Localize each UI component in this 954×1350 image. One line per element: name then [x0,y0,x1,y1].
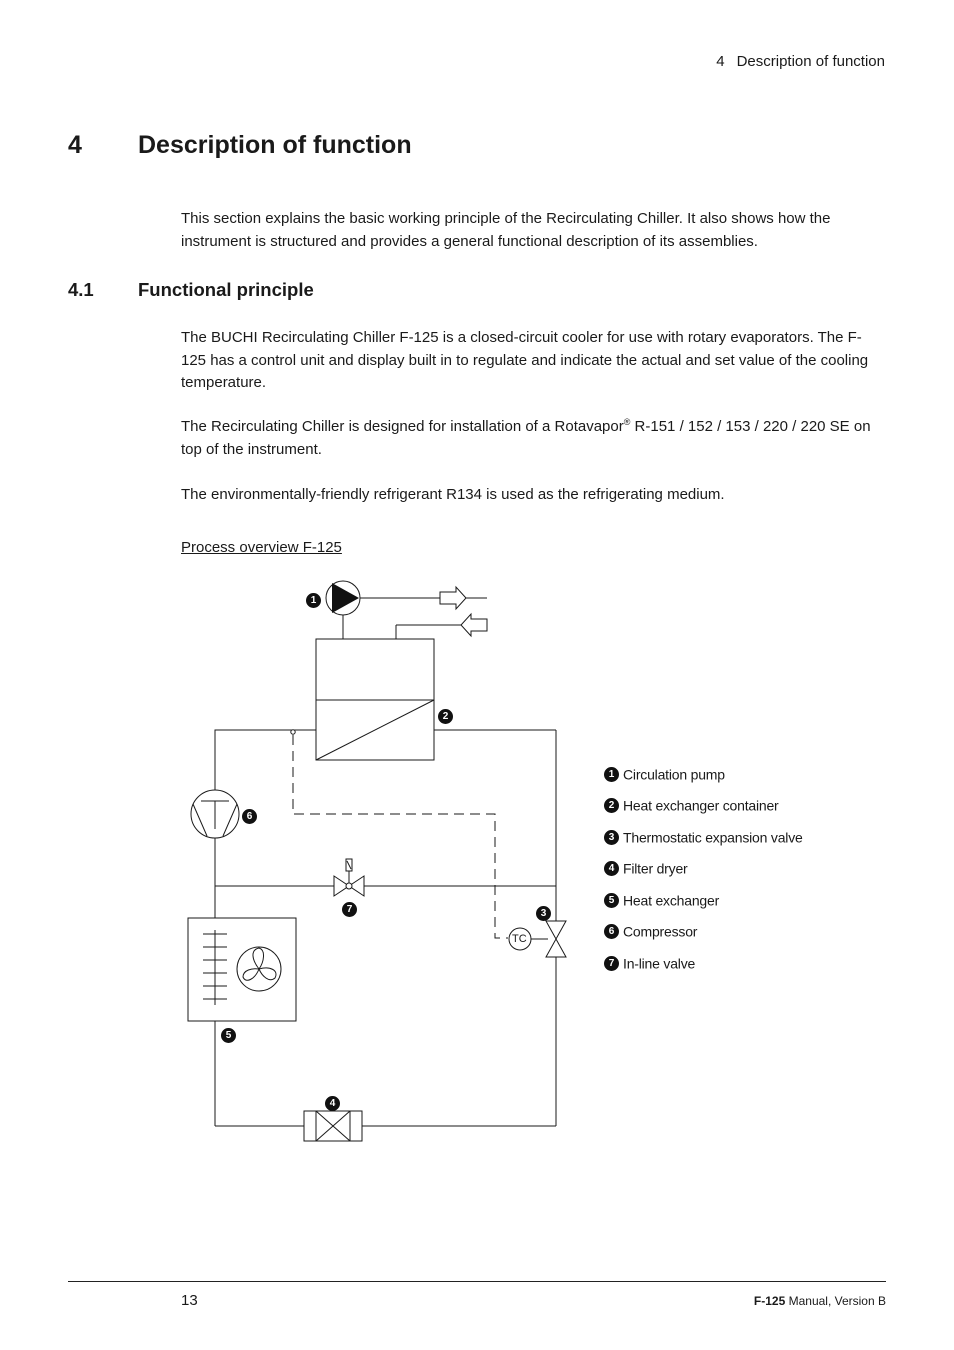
legend-label: Heat exchanger [623,892,720,909]
section-title: Functional principle [138,279,314,300]
footer-document-info: F-125 Manual, Version B [754,1294,886,1308]
marker-badge: 5 [221,1027,236,1043]
refrigerant-loop [214,729,557,1127]
water-outlet-arrow [439,585,487,611]
marker-badge: 1 [306,592,321,608]
capillary-line [290,729,508,939]
circulation-pump-symbol [325,580,440,639]
legend-label: Thermostatic expansion valve [623,829,803,846]
section-number: 4.1 [68,279,94,300]
chapter-title: Description of function [138,131,412,159]
paragraph-installation: The Recirculating Chiller is designed fo… [181,416,886,461]
figure-caption: Process overview F-125 [181,539,342,556]
paragraph-installation-end: R-151 / 152 / 153 / 220 / 220 SE on top … [181,418,871,458]
in-line-valve-symbol [333,858,365,897]
page-number: 13 [181,1292,198,1309]
marker-heat-exchanger-container: 2 [438,707,457,724]
running-header-number: 4 [716,53,725,70]
chapter-intro: This section explains the basic working … [181,210,831,250]
legend-badge: 5 [604,892,619,908]
compressor-symbol [190,789,240,839]
paragraph-principle: The BUCHI Recirculating Chiller F-125 is… [181,329,869,391]
water-inlet-arrow [440,612,488,638]
chapter-number: 4 [68,131,82,159]
legend-badge: 1 [604,766,619,782]
marker-expansion-valve: 3 [536,904,555,921]
registered-mark: ® [623,417,631,427]
marker-badge: 7 [342,901,357,917]
marker-badge: 3 [536,905,551,921]
marker-heat-exchanger: 5 [221,1026,240,1043]
marker-badge: 6 [242,808,257,824]
legend-badge: 7 [604,955,619,971]
legend-label: Circulation pump [623,766,725,783]
footer-version: Manual, Version B [785,1294,886,1308]
heat-exchanger-container-symbol [315,638,435,761]
legend-badge: 4 [604,860,619,876]
paragraph-refrigerant: The environmentally-friendly refrigerant… [181,486,725,503]
paragraph-installation-start: The Recirculating Chiller is designed fo… [181,418,624,435]
running-header-title: Description of function [736,53,885,70]
legend-label: Compressor [623,923,698,940]
expansion-valve-label: TC [512,933,527,945]
filter-dryer-symbol [303,1110,363,1142]
marker-filter-dryer: 4 [325,1094,344,1111]
legend-label: In-line valve [623,955,696,972]
marker-badge: 2 [438,708,453,724]
legend-badge: 2 [604,797,619,813]
legend-label: Filter dryer [623,860,688,877]
running-header: 4 Description of function [500,53,885,70]
legend-badge: 3 [604,829,619,845]
footer-rule [68,1281,886,1282]
footer-product: F-125 [753,1294,786,1308]
marker-in-line-valve: 7 [342,900,361,917]
legend-label: Heat exchanger container [623,797,779,814]
legend-badge: 6 [604,923,619,939]
marker-circulation-pump: 1 [306,591,325,608]
marker-badge: 4 [325,1095,340,1111]
heat-exchanger-symbol [187,917,297,1022]
marker-compressor: 6 [242,807,261,824]
